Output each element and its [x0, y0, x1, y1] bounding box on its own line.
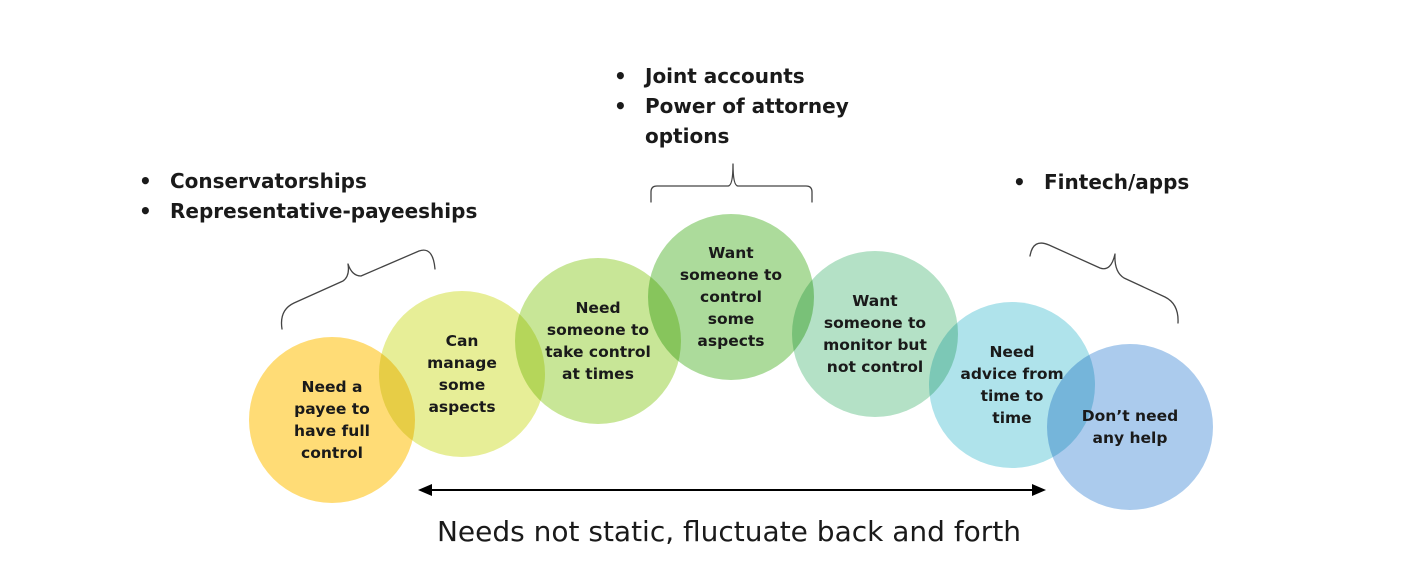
- brace-right: [1029, 242, 1179, 324]
- bullet-item: Fintech/apps: [1013, 167, 1189, 197]
- circle-label: Need someone to take control at times: [545, 299, 651, 383]
- arrow-head-left: [418, 484, 432, 496]
- circle-label: Want someone to control some aspects: [679, 244, 783, 350]
- brace-middle: [650, 163, 813, 203]
- bullet-list-right: Fintech/apps: [1013, 167, 1189, 197]
- bullet-item: Representative-payeeships: [139, 196, 477, 226]
- bullet-item: Joint accounts: [614, 61, 849, 91]
- circle-label: Want someone to monitor but not control: [823, 292, 927, 376]
- arrow-head-right: [1032, 484, 1046, 496]
- circle-label: Can manage some aspects: [427, 332, 497, 416]
- circle-label: Don’t need any help: [1081, 407, 1179, 447]
- bullet-list-left: Conservatorships Representative-payeeshi…: [139, 166, 477, 226]
- circle-label: Need a payee to have full control: [294, 378, 370, 462]
- bullet-item: Power of attorney options: [614, 91, 849, 151]
- brace-left: [280, 249, 436, 330]
- circle-label: Need advice from time to time: [960, 343, 1064, 427]
- bullet-item: Conservatorships: [139, 166, 477, 196]
- bullet-list-middle: Joint accounts Power of attorney options: [614, 61, 849, 151]
- circle-no-help: [1047, 344, 1213, 510]
- circle-want-control-some: [648, 214, 814, 380]
- caption: Needs not static, fluctuate back and for…: [436, 515, 1022, 548]
